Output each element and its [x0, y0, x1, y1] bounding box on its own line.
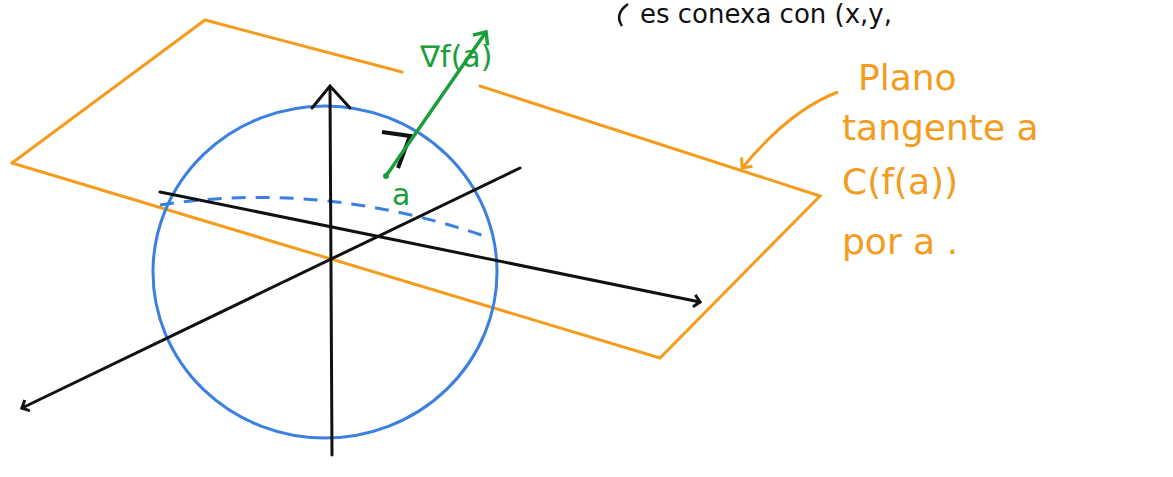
plane-label: C(f(a)) [842, 162, 958, 202]
tangent-plane [12, 20, 820, 358]
plane-label: Plano [858, 58, 957, 98]
point-label: a [392, 178, 410, 211]
note-text: es conexa con (x,y, [640, 0, 892, 29]
axes [22, 86, 700, 455]
sphere [153, 106, 497, 438]
plane-label: por a . [842, 222, 958, 262]
plane-label: tangente a [842, 108, 1039, 148]
leader-line [742, 92, 838, 168]
bracket [619, 4, 628, 26]
gradient-label: ∇f(a) [420, 40, 492, 73]
